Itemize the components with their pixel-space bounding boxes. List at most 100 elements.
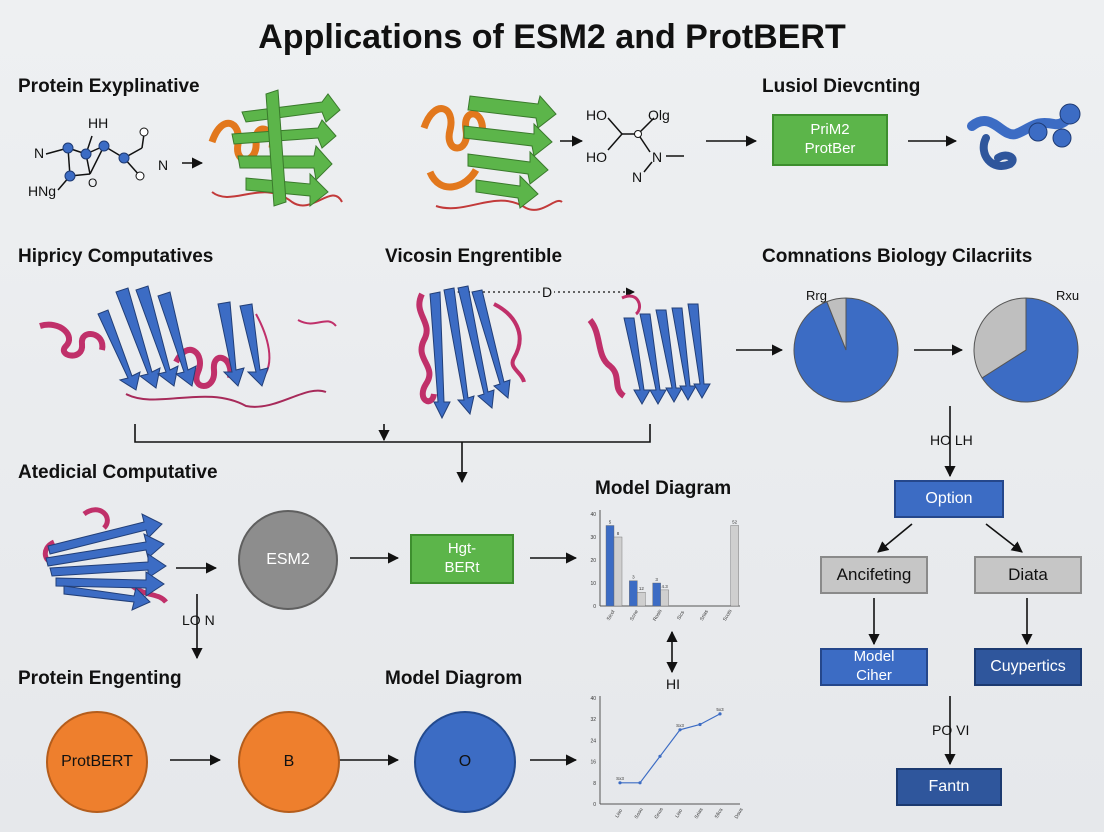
node-label: Ciher (856, 667, 892, 684)
section-heading: Model Diagrom (385, 668, 523, 689)
y-tick-label: 40 (590, 696, 596, 702)
pie-slice (981, 297, 1079, 403)
bracket (134, 424, 651, 443)
x-tick-label: Srias (699, 609, 710, 622)
atom (634, 130, 642, 138)
protbert-node: ProtBERT (46, 711, 148, 813)
annotation-label: PO VI (932, 722, 970, 738)
atom (64, 170, 76, 182)
atom-label: O (88, 176, 97, 190)
node-label: ProtBer (804, 140, 856, 157)
data-label: 3 (632, 575, 635, 580)
y-tick-label: 32 (590, 717, 596, 723)
atom-label: Olg (648, 107, 670, 123)
node-label: Hgt- (447, 540, 477, 558)
annotation-label: D (540, 284, 555, 300)
annotation-label: LO N (182, 612, 215, 628)
x-tick-label: Sfics (714, 807, 725, 820)
data-point (618, 781, 622, 785)
atom-label: N (652, 149, 662, 165)
protein-structure-image (208, 89, 343, 208)
x-tick-label: Dsus (734, 807, 745, 820)
bar (637, 591, 646, 607)
atom-label: HO (586, 149, 607, 165)
atom (1059, 103, 1081, 125)
section-heading: Protein Engenting (18, 668, 182, 689)
arrow (877, 523, 913, 553)
arrow (985, 523, 1023, 553)
x-tick-label: Rosis (652, 608, 664, 622)
x-tick-label: Sosu (634, 807, 645, 820)
bar (613, 536, 623, 607)
ancifeting-node: Ancifeting (820, 556, 928, 594)
y-tick-label: 10 (590, 581, 596, 587)
annotation-label: Rxu (1056, 288, 1080, 303)
diata-node: Diata (974, 556, 1082, 594)
atom (80, 148, 92, 160)
section-heading: Atedicial Computative (18, 462, 218, 483)
x-tick-label: Sicol (606, 609, 617, 621)
atom (135, 171, 145, 181)
y-tick-label: 40 (590, 512, 596, 518)
section-heading: Comnations Biology Cilacriits (762, 246, 1033, 267)
x-tick-label: Liso (674, 808, 684, 819)
atom (62, 142, 74, 154)
cuypertics-node: Cuypertics (974, 648, 1082, 686)
data-point (678, 728, 682, 732)
atom-label: HO (586, 107, 607, 123)
bar (605, 525, 615, 607)
annotation-label: HO LH (930, 432, 973, 448)
b-node: B (238, 711, 340, 813)
x-tick-label: Sics (676, 609, 686, 621)
protein-structure-image (420, 94, 563, 211)
section-heading: Hipricy Computatives (18, 246, 214, 267)
atom (139, 127, 149, 137)
molecule-structure: HO HO Olg N N (586, 107, 684, 185)
x-tick-label: Scne (629, 609, 640, 622)
atom-label: HNg (28, 183, 56, 199)
x-tick-label: Scots (722, 608, 734, 622)
fantn-node: Fantn (896, 768, 1002, 806)
protein-structure-image (42, 507, 168, 611)
bar (652, 582, 661, 607)
y-tick-label: 16 (590, 760, 596, 766)
x-tick-label: Gnus (654, 806, 665, 820)
data-point (698, 722, 702, 727)
protein-structure-image (39, 285, 337, 408)
data-label: Sx3 (616, 776, 624, 781)
section-heading: Lusiol Dievcnting (762, 76, 921, 97)
protein-structure-image (416, 285, 526, 420)
bar (660, 589, 669, 607)
atom-label: HH (88, 115, 108, 131)
y-tick-label: 30 (590, 535, 596, 541)
annotation-label: HI (666, 676, 680, 692)
option-node: Option (894, 480, 1004, 518)
data-label: 4.3 (662, 584, 669, 589)
atom (1052, 128, 1072, 148)
y-tick-label: 0 (593, 604, 596, 610)
y-tick-label: 24 (590, 738, 596, 744)
data-label: 5 (609, 520, 612, 525)
data-label: 12 (639, 586, 645, 591)
series-line (620, 713, 721, 784)
node-label: BERt (444, 559, 480, 576)
molecule-structure: HH N N O HNg (28, 115, 168, 199)
data-label: Sx3 (676, 723, 684, 728)
pie-chart (793, 297, 899, 403)
x-tick-label: Liso (614, 808, 624, 819)
data-point (718, 712, 722, 716)
page-title: Applications of ESM2 and ProtBERT (258, 18, 846, 56)
hgt-bert-node: Hgt-BERt (410, 534, 514, 584)
bar (629, 580, 638, 607)
esm2-node: ESM2 (238, 510, 338, 610)
data-point (658, 754, 662, 758)
section-heading: Vicosin Engrentible (385, 246, 563, 267)
atom-label: N (34, 145, 44, 161)
x-tick-label: Srias (694, 807, 705, 820)
